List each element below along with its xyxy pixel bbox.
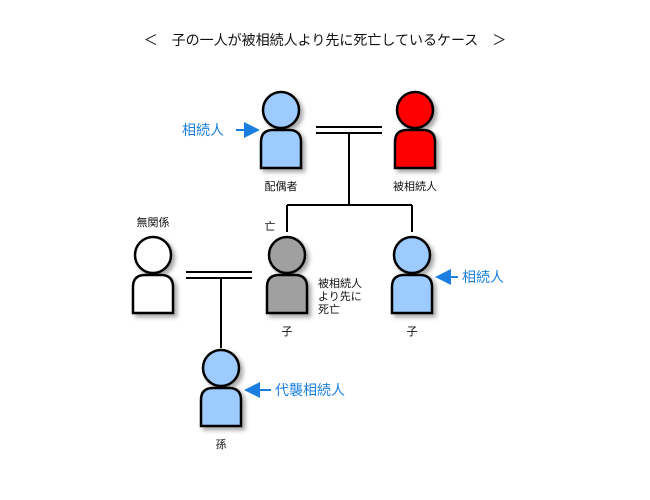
deceased-child-body (265, 273, 309, 315)
spouse-head (261, 90, 301, 130)
person-spouse (259, 90, 303, 170)
child-heir-label: 相続人 (462, 269, 504, 286)
decedent-caption: 被相続人 (393, 179, 437, 193)
unrelated-head (133, 235, 173, 275)
family-lines (186, 126, 413, 348)
deceased-note-line-3: 死亡 (318, 302, 340, 316)
grandchild-caption: 孫 (216, 438, 227, 451)
deceased-note: 被相続人 より先に 死亡 (318, 276, 362, 316)
living-child-head (392, 235, 432, 275)
deceased-note-line-2: より先に (318, 290, 362, 303)
diagram-title: ＜ 子の一人が被相続人より先に死亡しているケース ＞ (144, 32, 507, 49)
person-grandchild (199, 348, 243, 428)
living-child-body (390, 273, 434, 315)
grandchild-heir-label: 代襲相続人 (275, 382, 345, 399)
spouse-caption: 配偶者 (265, 180, 298, 193)
person-deceased-child (265, 235, 309, 315)
person-living-child (390, 235, 434, 315)
person-unrelated (131, 235, 175, 315)
person-decedent (393, 90, 437, 170)
grandchild-head (201, 348, 241, 388)
unrelated-caption: 無関係 (137, 215, 170, 229)
deceased-child-head (267, 235, 307, 275)
unrelated-body (131, 273, 175, 315)
deceased-child-caption: 子 (282, 325, 293, 338)
grandchild-body (199, 386, 243, 428)
spouse-heir-label: 相続人 (182, 122, 224, 139)
decedent-body (393, 128, 437, 170)
living-child-caption: 子 (407, 325, 418, 338)
spouse-body (259, 128, 303, 170)
decedent-head (395, 90, 435, 130)
deceased-mark: 亡 (265, 219, 276, 233)
deceased-note-line-1: 被相続人 (318, 276, 362, 290)
